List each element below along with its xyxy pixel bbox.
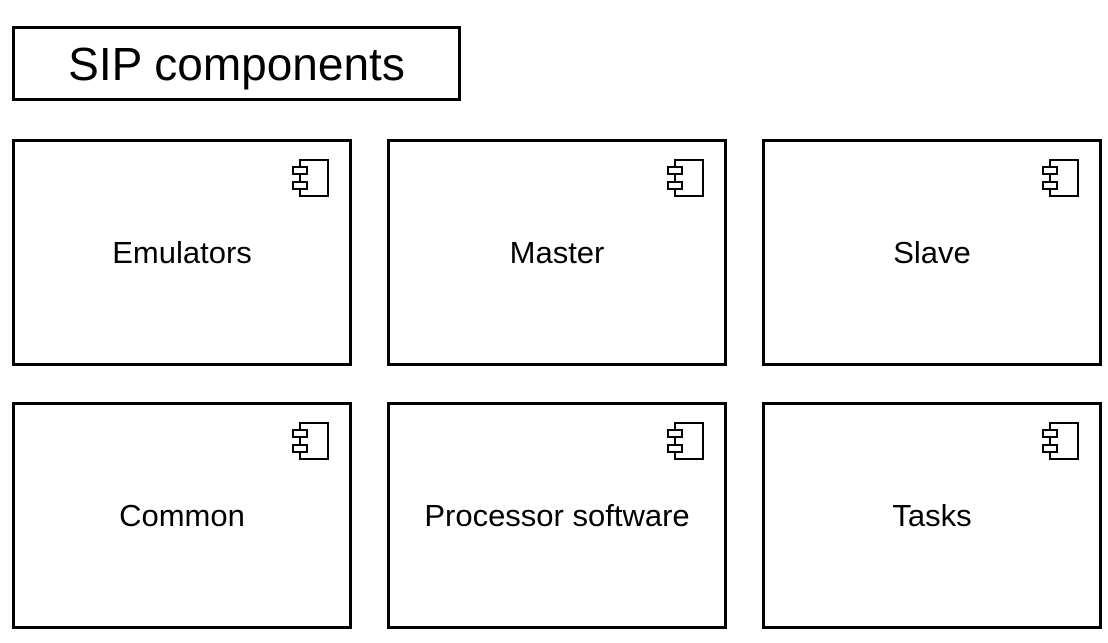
component-label: Tasks bbox=[892, 497, 972, 533]
component-label: Slave bbox=[893, 234, 971, 270]
component-label: Processor software bbox=[424, 497, 690, 533]
uml-component-icon bbox=[292, 159, 329, 197]
uml-component-icon bbox=[1042, 159, 1079, 197]
component-processor-software[interactable]: Processor software bbox=[387, 402, 727, 629]
diagram-title: SIP components bbox=[68, 37, 405, 90]
component-tasks[interactable]: Tasks bbox=[762, 402, 1102, 629]
diagram-title-box: SIP components bbox=[12, 26, 461, 101]
uml-component-icon bbox=[292, 422, 329, 460]
component-label: Common bbox=[119, 497, 245, 533]
component-label: Master bbox=[509, 234, 605, 270]
component-emulators[interactable]: Emulators bbox=[12, 139, 352, 366]
uml-component-icon bbox=[667, 159, 704, 197]
uml-component-icon bbox=[667, 422, 704, 460]
uml-component-icon bbox=[1042, 422, 1079, 460]
component-master[interactable]: Master bbox=[387, 139, 727, 366]
component-common[interactable]: Common bbox=[12, 402, 352, 629]
component-label: Emulators bbox=[112, 234, 252, 270]
component-slave[interactable]: Slave bbox=[762, 139, 1102, 366]
